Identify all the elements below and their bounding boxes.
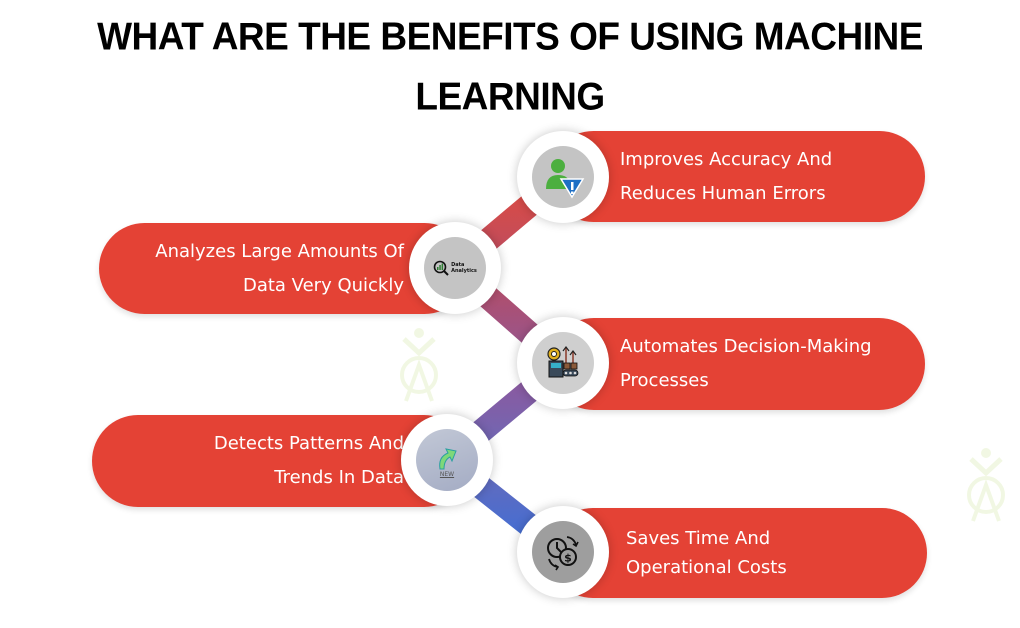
benefit-text-line-2: Reduces Human Errors bbox=[620, 182, 826, 204]
svg-text:$: $ bbox=[564, 552, 572, 565]
benefit-node-2: Data Analytics bbox=[409, 222, 501, 314]
benefit-node-5: $ bbox=[517, 506, 609, 598]
trend-arrow-icon: NEW bbox=[436, 443, 458, 478]
benefit-node-3 bbox=[517, 317, 609, 409]
benefit-text-line-1: Improves Accuracy And bbox=[620, 148, 833, 170]
benefit-text-line-1: Detects Patterns And bbox=[213, 433, 404, 454]
time-money-icon: $ bbox=[547, 536, 579, 571]
benefit-text-line-1: Analyzes Large Amounts Of bbox=[155, 240, 404, 262]
watermark-logo-icon bbox=[400, 328, 438, 402]
benefit-text-line-2: Processes bbox=[620, 370, 709, 391]
icon-label: Data bbox=[451, 262, 465, 268]
page-title-line-2: LEARNING bbox=[415, 74, 605, 118]
icon-label: Analytics bbox=[451, 268, 477, 274]
page-title-line-1: WHAT ARE THE BENEFITS OF USING MACHINE bbox=[97, 14, 923, 58]
benefit-text-line-2: Data Very Quickly bbox=[242, 274, 404, 296]
benefit-card-saves-time: Saves Time And Operational Costs bbox=[548, 508, 927, 598]
watermark-logo-icon bbox=[967, 448, 1005, 522]
benefit-card-accuracy: Improves Accuracy And Reduces Human Erro… bbox=[548, 131, 925, 222]
data-analytics-icon: Data Analytics bbox=[433, 260, 477, 276]
benefit-text-line-1: Automates Decision-Making bbox=[620, 336, 872, 357]
benefit-node-4: NEW bbox=[401, 414, 493, 506]
benefit-card-automates: Automates Decision-Making Processes bbox=[548, 318, 925, 410]
user-warning-icon bbox=[546, 159, 585, 199]
benefit-text-line-2: Trends In Data bbox=[274, 467, 404, 488]
benefit-card-analyzes-data: Analyzes Large Amounts Of Data Very Quic… bbox=[99, 223, 470, 314]
benefit-text-line-1: Saves Time And bbox=[626, 528, 771, 549]
icon-label: NEW bbox=[439, 470, 455, 478]
benefit-node-1 bbox=[517, 131, 609, 223]
automation-factory-icon bbox=[547, 346, 579, 378]
benefit-text-line-2: Operational Costs bbox=[626, 557, 787, 578]
